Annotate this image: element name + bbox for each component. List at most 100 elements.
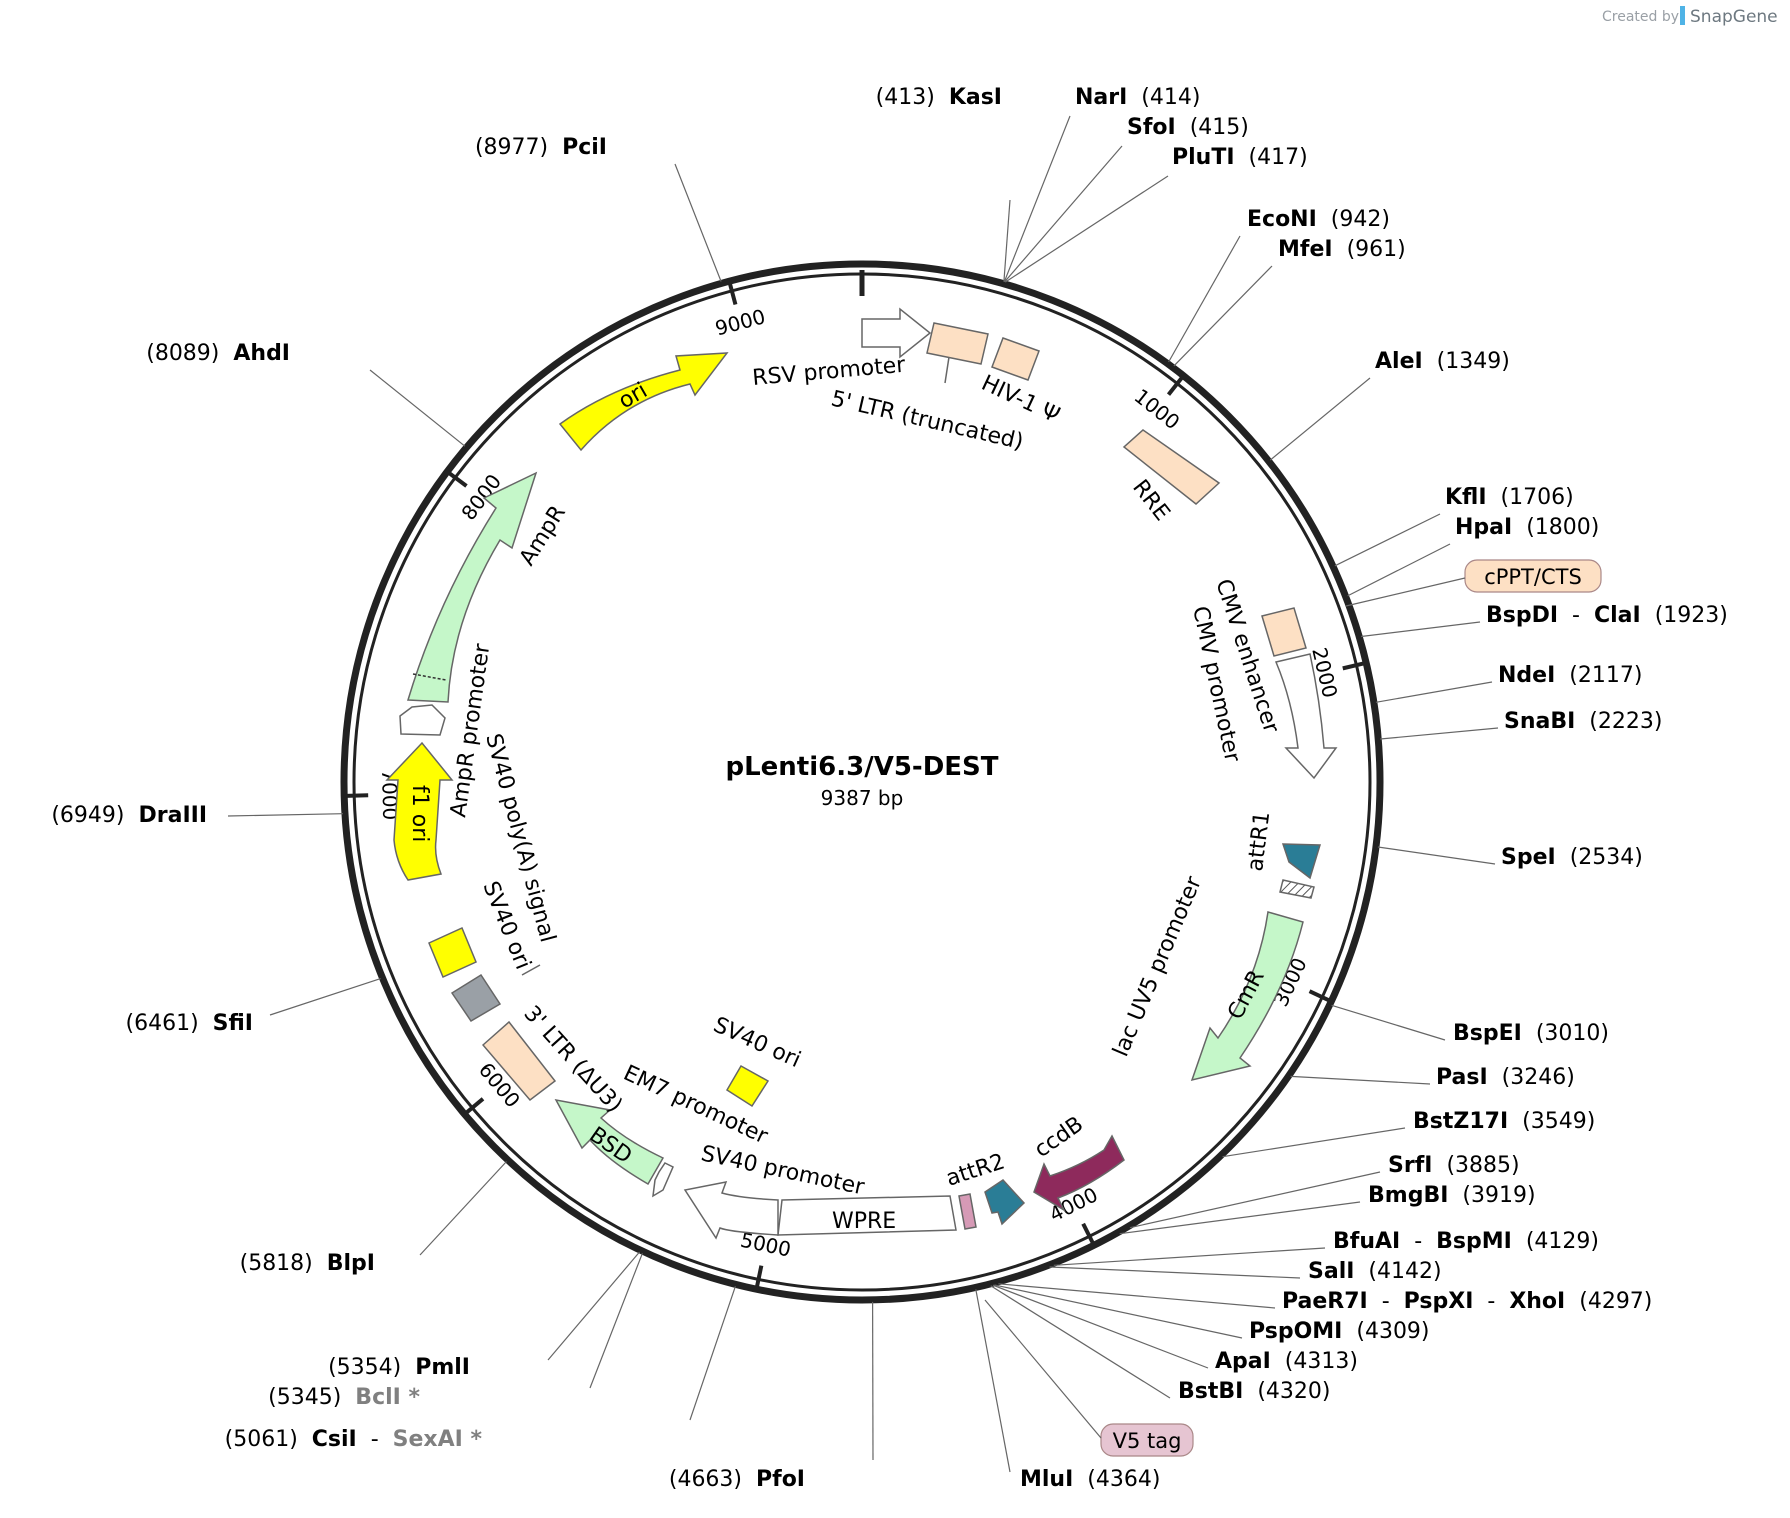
site-separator: - <box>357 1427 393 1452</box>
site-leader-line <box>419 1161 507 1256</box>
site-position: (4313) <box>1271 1349 1358 1374</box>
site-leader-line <box>1049 1266 1301 1279</box>
sv40-ori-inner-box <box>725 1064 770 1108</box>
site-leader-line <box>1290 1075 1431 1085</box>
site-leader-line <box>227 813 344 817</box>
sv40-polya-box <box>450 973 502 1023</box>
site-name: BlpI <box>327 1251 375 1276</box>
feature-label-ampr-promoter: AmpR promoter <box>446 641 495 819</box>
3-ltr-box <box>481 1020 557 1102</box>
site-label: BmgBI (3919) <box>1368 1183 1536 1208</box>
site-label: (5354) PmlI <box>328 1355 470 1380</box>
site-name: KflI <box>1445 485 1487 510</box>
site-name: ClaI <box>1594 603 1641 628</box>
site-name: AhdI <box>233 341 290 366</box>
site-name: MfeI <box>1278 237 1333 262</box>
site-position: (5354) <box>328 1355 415 1380</box>
site-name: BspMI <box>1436 1229 1512 1254</box>
attr2-arrow <box>984 1179 1026 1226</box>
site-position: (2223) <box>1575 709 1662 734</box>
site-position: (942) <box>1317 207 1390 232</box>
site-position: (8089) <box>146 341 233 366</box>
site-leader-line <box>1331 1004 1446 1041</box>
site-leader-lines <box>227 115 1499 1473</box>
feature-label-lac-uv5: lac UV5 promoter <box>1109 872 1208 1060</box>
site-label: PaeR7I - PspXI - XhoI (4297) <box>1282 1289 1652 1314</box>
site-label: MfeI (961) <box>1278 237 1406 262</box>
tick-mark <box>727 282 738 305</box>
site-label: NdeI (2117) <box>1498 663 1642 688</box>
site-label: (8977) PciI <box>475 135 607 160</box>
site-label: KflI (1706) <box>1445 485 1574 510</box>
site-label: SfoI (415) <box>1127 115 1249 140</box>
site-label: SpeI (2534) <box>1501 845 1643 870</box>
site-position: (4309) <box>1342 1319 1429 1344</box>
site-position: (6949) <box>51 803 138 828</box>
tick-mark <box>346 793 369 798</box>
site-label: (5061) CsiI - SexAI * <box>225 1427 483 1452</box>
snapgene-logo-icon <box>1680 6 1685 25</box>
site-name: NarI <box>1075 85 1127 110</box>
site-leader-line <box>269 978 381 1016</box>
site-label: (8089) AhdI <box>146 341 290 366</box>
attr1-core <box>1279 879 1315 899</box>
site-position: (413) <box>876 85 949 110</box>
site-name: SalI <box>1308 1259 1354 1284</box>
site-position: (1349) <box>1423 349 1510 374</box>
cmv-enhancer-box <box>1261 607 1307 657</box>
site-leader-line <box>975 1289 1011 1473</box>
site-position: (1706) <box>1487 485 1574 510</box>
site-name: SexAI * <box>393 1427 483 1452</box>
site-label: (5345) BclI * <box>268 1385 420 1410</box>
site-leader-line <box>589 1253 643 1389</box>
site-label: MluI (4364) <box>1020 1467 1160 1492</box>
tick-mark <box>1081 1222 1095 1245</box>
sv40-ori-outer-box <box>428 926 477 979</box>
site-name: BstZ17I <box>1413 1109 1508 1134</box>
site-position: (417) <box>1235 145 1308 170</box>
feature-label-rre: RRE <box>1127 475 1174 525</box>
site-leader-line <box>1361 621 1481 638</box>
site-name: NdeI <box>1498 663 1555 688</box>
attr2-core <box>958 1193 977 1230</box>
site-label: HpaI (1800) <box>1455 515 1599 540</box>
site-position: (1800) <box>1512 515 1599 540</box>
cmr-arrow <box>1190 911 1304 1082</box>
site-leader-line <box>1004 145 1123 283</box>
site-label: NarI (414) <box>1075 85 1200 110</box>
site-name: BstBI <box>1178 1379 1243 1404</box>
site-label: SnaBI (2223) <box>1504 709 1662 734</box>
site-position: (5345) <box>268 1385 355 1410</box>
site-leader-line <box>998 1283 1276 1309</box>
site-name: PspOMI <box>1249 1319 1342 1344</box>
site-label: ApaI (4313) <box>1215 1349 1358 1374</box>
feature-label-wpre: WPRE <box>832 1209 896 1234</box>
site-leader-line <box>1053 1247 1326 1266</box>
site-leader-line <box>674 163 722 282</box>
site-position: (4142) <box>1354 1259 1441 1284</box>
site-label: SrfI (3885) <box>1388 1153 1520 1178</box>
site-name: EcoNI <box>1247 207 1317 232</box>
ampr-arrow <box>407 471 538 703</box>
site-position: (4320) <box>1243 1379 1330 1404</box>
site-label: BfuAI - BspMI (4129) <box>1333 1229 1599 1254</box>
site-label: BstBI (4320) <box>1178 1379 1330 1404</box>
site-name: PasI <box>1436 1065 1488 1090</box>
plasmid-length: 9387 bp <box>821 786 904 810</box>
5-ltr-box <box>926 322 989 365</box>
tick-mark <box>1342 661 1365 671</box>
feature-label-hiv-psi: HIV-1 Ψ <box>977 371 1063 429</box>
f1-ori-arrow <box>385 741 454 881</box>
sv40-promoter-arrow <box>683 1181 779 1240</box>
site-name: HpaI <box>1455 515 1512 540</box>
badge-cppt-cts: cPPT/CTS <box>1464 559 1602 593</box>
site-name: PaeR7I <box>1282 1289 1368 1314</box>
site-name: BspEI <box>1453 1021 1522 1046</box>
credit-text: Created by <box>1602 9 1679 25</box>
site-name: SnaBI <box>1504 709 1575 734</box>
site-separator: - <box>1558 603 1594 628</box>
feature-label-attr1: attR1 <box>1243 810 1275 873</box>
site-position: (414) <box>1127 85 1200 110</box>
